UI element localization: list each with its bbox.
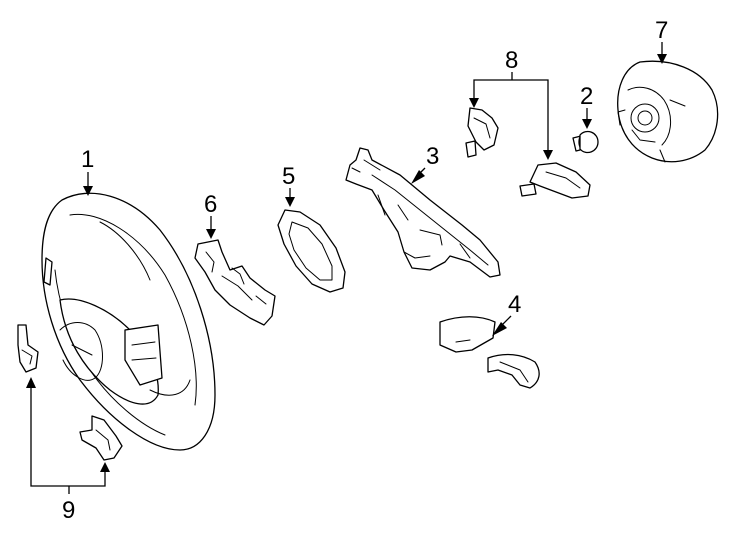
part-5-gasket[interactable]: [277, 209, 346, 293]
callout-9: 9: [62, 497, 75, 524]
leader-7: [657, 42, 667, 64]
part-3-trim-cover[interactable]: [345, 147, 501, 278]
part-7-airbag-module[interactable]: [617, 60, 719, 163]
callout-8: 8: [505, 47, 518, 74]
leader-5: [285, 188, 295, 207]
part-1-steering-wheel[interactable]: [41, 192, 216, 451]
leader-8: [469, 72, 553, 160]
part-4-lower-trim[interactable]: [439, 316, 540, 389]
leader-3: [411, 167, 426, 184]
callout-6: 6: [204, 191, 217, 218]
callout-2: 2: [580, 83, 593, 110]
callout-1: 1: [81, 146, 94, 173]
leader-1: [83, 172, 93, 196]
part-8-switch-upper[interactable]: [465, 107, 499, 158]
leader-2: [582, 108, 592, 129]
part-9-clip-lower[interactable]: [79, 415, 123, 461]
leader-4: [492, 315, 512, 336]
callout-4: 4: [508, 291, 521, 318]
part-2-bolt[interactable]: [572, 130, 599, 154]
part-8-switch-lower[interactable]: [519, 162, 591, 199]
leader-6: [206, 216, 216, 239]
part-6-bracket[interactable]: [194, 239, 276, 326]
callout-7: 7: [655, 17, 668, 44]
callout-5: 5: [282, 163, 295, 190]
callout-3: 3: [426, 143, 439, 170]
leader-9: [26, 377, 110, 494]
part-9-clip-upper[interactable]: [17, 324, 39, 373]
